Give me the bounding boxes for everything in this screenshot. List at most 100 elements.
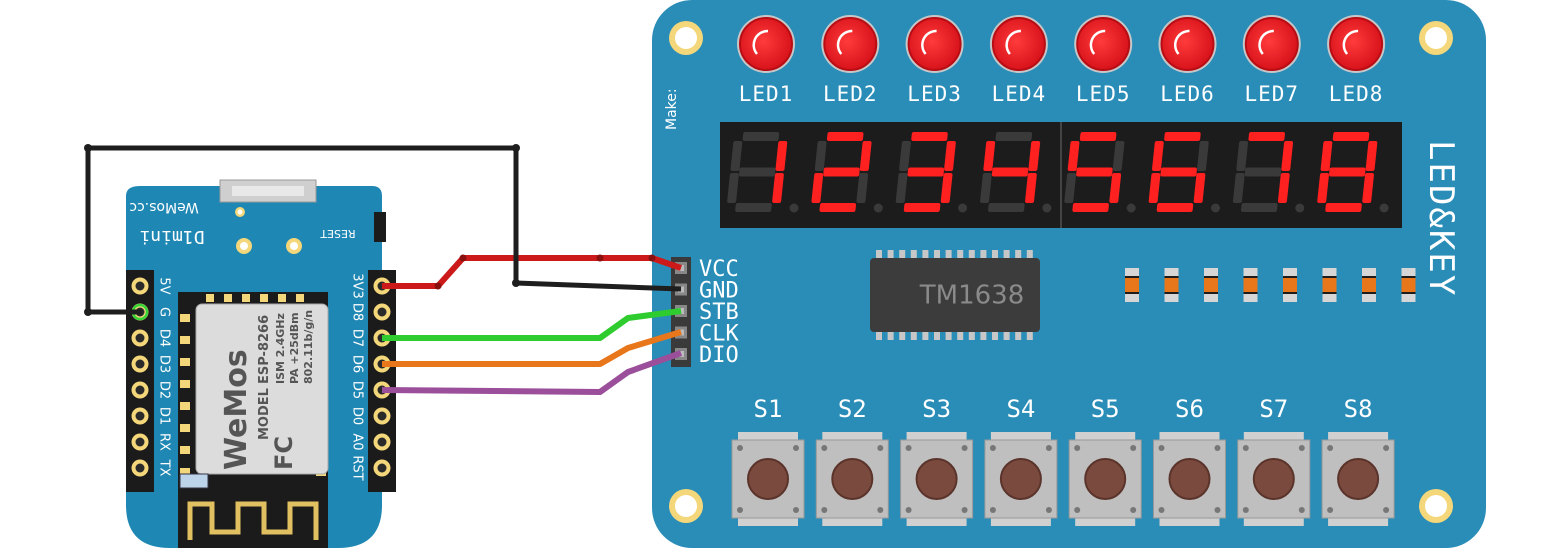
- led-label: LED1: [739, 82, 794, 106]
- led-label: LED3: [907, 82, 962, 106]
- led-5: LED5: [1074, 15, 1133, 106]
- wire-bend-points: [84, 144, 520, 316]
- resistor-row: [1125, 268, 1416, 302]
- button-label: S4: [1006, 395, 1035, 423]
- button-3[interactable]: S3: [900, 395, 974, 526]
- button-label: S2: [838, 395, 867, 423]
- smd-component: [179, 473, 209, 489]
- wire-d7-stb[interactable]: [382, 308, 682, 341]
- model-label: D1mini: [139, 226, 204, 247]
- tm1638-chip: TM1638: [870, 250, 1040, 340]
- rf-shield: [195, 303, 329, 475]
- pin-label: 3V3: [350, 273, 365, 298]
- module-standard: 802.11b/g/n: [302, 310, 315, 384]
- led-label: LED6: [1160, 82, 1215, 106]
- button-2[interactable]: S2: [815, 395, 889, 526]
- led-3: LED3: [905, 15, 964, 106]
- header-pin-label: VCC: [699, 257, 739, 282]
- button-label: S7: [1259, 395, 1288, 423]
- digit-row: [727, 132, 1389, 213]
- button-label: S6: [1175, 395, 1204, 423]
- led-label: LED4: [992, 82, 1047, 106]
- resistor: [1283, 268, 1297, 302]
- pin-label: A0: [350, 433, 365, 450]
- digit-7: [1232, 132, 1305, 213]
- button-row: S1 S2 S3 S4 S5 S6 S7 S8: [731, 395, 1395, 526]
- wires: [84, 144, 683, 395]
- wire-g-gnd[interactable]: [85, 145, 682, 315]
- pin-label: D1: [157, 407, 172, 425]
- button-label: S5: [1091, 395, 1120, 423]
- left-header: [126, 270, 154, 492]
- reset-button[interactable]: [374, 212, 386, 242]
- button-5[interactable]: S5: [1068, 395, 1142, 526]
- pin-label: G: [157, 307, 172, 317]
- d1mini-test-pads: [235, 207, 302, 254]
- header-pin-label: STB: [699, 300, 739, 325]
- led-label: LED5: [1076, 82, 1131, 106]
- resistor: [1362, 268, 1376, 302]
- pin-label: 5V: [157, 277, 172, 294]
- button-label: S8: [1344, 395, 1373, 423]
- mounting-holes: [669, 21, 1453, 523]
- led-7: LED7: [1242, 15, 1301, 106]
- board-title: LED&KEY: [1421, 140, 1461, 297]
- wire-3v3-vcc[interactable]: [382, 255, 682, 289]
- digit-5: [1064, 132, 1136, 213]
- pin-label: D7: [350, 329, 365, 347]
- digit-6: [1148, 132, 1220, 213]
- resistor: [1204, 268, 1218, 302]
- reset-label: RESET: [320, 227, 356, 240]
- pin-label: TX: [157, 459, 172, 477]
- pin-label: D5: [350, 381, 365, 399]
- header-pin-label: CLK: [699, 322, 739, 347]
- wire-d5-dio[interactable]: [381, 350, 683, 395]
- led-label: LED2: [823, 82, 878, 106]
- led-4: LED4: [989, 15, 1048, 106]
- resistor: [1125, 268, 1139, 302]
- led-1: LED1: [737, 15, 795, 106]
- led-8: LED8: [1327, 15, 1386, 106]
- maker-label: Make:: [664, 88, 680, 130]
- chip-label: TM1638: [919, 281, 1024, 311]
- module-model: MODEL: [257, 388, 272, 440]
- button-label: S3: [922, 395, 951, 423]
- module-logo: WeMos: [219, 349, 254, 470]
- led-label: LED7: [1245, 82, 1300, 106]
- right-header: [368, 270, 396, 492]
- esp8266-module: WeMos MODEL ESP-8266 FC ISM 2.4GHz PA +2…: [178, 292, 329, 548]
- pin-label: D2: [157, 381, 172, 399]
- led-2: LED2: [821, 15, 880, 106]
- digit-3: [895, 132, 968, 213]
- led-6: LED6: [1158, 15, 1217, 106]
- resistor: [1243, 268, 1258, 302]
- module-freq: ISM 2.4GHz: [274, 313, 287, 384]
- led-label: LED8: [1329, 82, 1384, 106]
- button-1[interactable]: S1: [731, 395, 805, 526]
- button-7[interactable]: S7: [1237, 395, 1311, 526]
- pin-label: D4: [157, 329, 172, 347]
- digit-4: [980, 132, 1052, 213]
- resistor: [1322, 268, 1337, 302]
- resistor: [1401, 268, 1416, 302]
- header-pin-label: DIO: [699, 343, 739, 368]
- wire-d6-clk[interactable]: [382, 329, 682, 367]
- header-pin-label: GND: [699, 279, 739, 304]
- pin-label: D8: [350, 303, 365, 321]
- pin-label: RX: [157, 433, 172, 451]
- module-chip: ESP-8266: [257, 315, 272, 384]
- button-label: S1: [754, 395, 783, 423]
- button-4[interactable]: S4: [984, 395, 1058, 526]
- module-power: PA +25dBm: [288, 312, 301, 384]
- pin-label: D3: [157, 355, 172, 373]
- d1mini-board: RESET WeMos.cc D1mini WeMos MODEL ESP-82…: [126, 179, 396, 548]
- brand-label: WeMos.cc: [129, 199, 198, 215]
- button-6[interactable]: S6: [1153, 395, 1226, 526]
- led-row: LED1 LED2 LED3 LED4 LED5 LED6 LED7 LED8: [737, 15, 1386, 106]
- pin-label: D0: [350, 407, 365, 425]
- digit-2: [811, 132, 883, 213]
- button-8[interactable]: S8: [1321, 395, 1395, 526]
